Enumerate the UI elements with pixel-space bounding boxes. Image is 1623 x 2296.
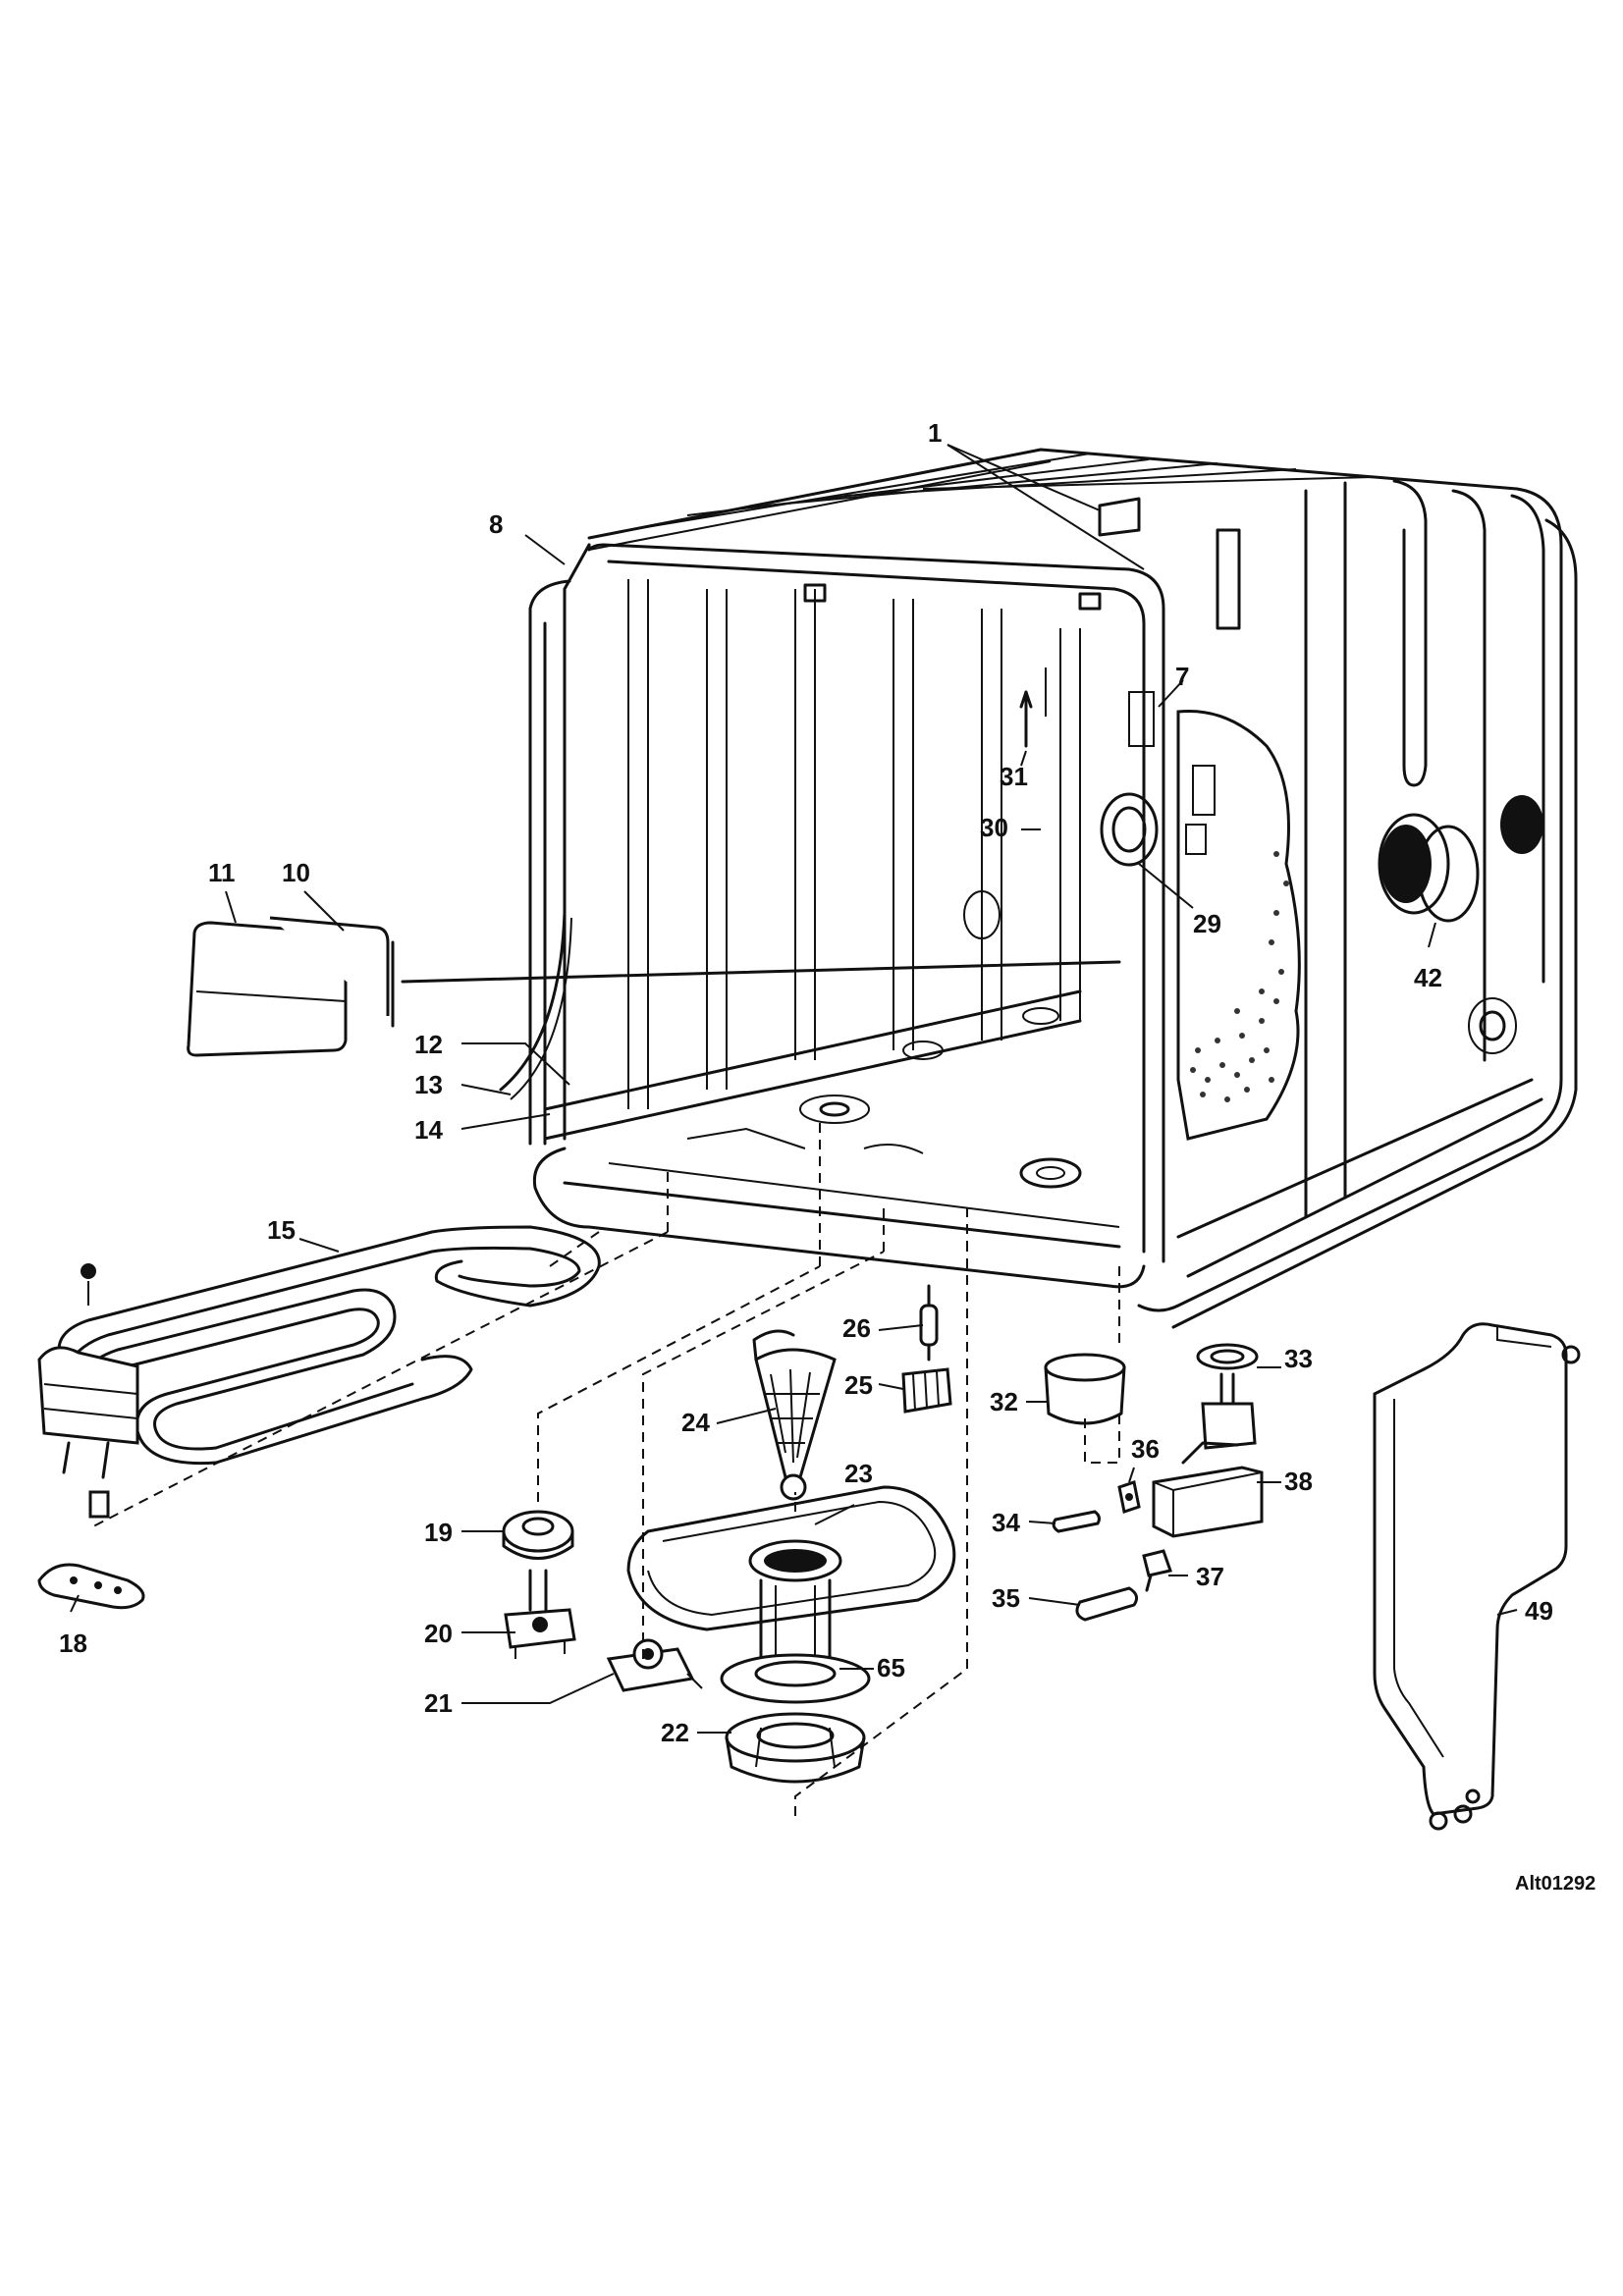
tub-body <box>499 448 1578 1329</box>
callout-18: 18 <box>59 1629 87 1658</box>
callout-37: 37 <box>1196 1562 1224 1591</box>
fitting-part <box>901 1367 952 1414</box>
callout-42: 42 <box>1414 963 1442 992</box>
callout-12: 12 <box>414 1030 443 1059</box>
drawing-code: Alt01292 <box>1515 1873 1596 1895</box>
callout-26: 26 <box>842 1313 871 1343</box>
cap-part <box>1044 1353 1126 1425</box>
thermostat-ring-part <box>502 1510 574 1560</box>
callout-20: 20 <box>424 1619 453 1648</box>
terminal-bracket-part <box>37 1563 145 1610</box>
harness-wire <box>401 960 1121 984</box>
callout-22: 22 <box>661 1718 689 1747</box>
callout-11: 11 <box>208 858 236 887</box>
sump-base-part <box>725 1712 866 1784</box>
callout-65: 65 <box>877 1653 905 1682</box>
side-panel-part <box>1373 1322 1581 1831</box>
long-pin-part <box>1075 1586 1139 1622</box>
callout-23: 23 <box>844 1459 873 1488</box>
callout-36: 36 <box>1131 1434 1160 1464</box>
callout-25: 25 <box>844 1370 873 1400</box>
screw-part <box>1142 1549 1172 1592</box>
callout-30: 30 <box>980 813 1008 842</box>
gasket-part <box>1196 1343 1259 1370</box>
door-switch-part <box>187 916 395 1057</box>
callout-21: 21 <box>424 1688 453 1718</box>
callout-15: 15 <box>267 1215 296 1245</box>
callout-7: 7 <box>1175 662 1189 691</box>
callout-49: 49 <box>1525 1596 1553 1626</box>
callout-31: 31 <box>1000 762 1028 791</box>
callout-33: 33 <box>1284 1344 1313 1373</box>
pin-part <box>919 1284 939 1362</box>
filter-basket-part <box>752 1329 837 1501</box>
sump-tube-part <box>720 1578 871 1704</box>
callout-29: 29 <box>1193 909 1221 938</box>
insulation-texture <box>1190 851 1289 1102</box>
callout-14: 14 <box>414 1115 443 1145</box>
callout-24: 24 <box>681 1408 710 1437</box>
callout-19: 19 <box>424 1518 453 1547</box>
thermostat-disc-part <box>606 1638 703 1692</box>
callout-10: 10 <box>282 858 310 887</box>
clip-part <box>1117 1480 1141 1514</box>
heater-element <box>37 1225 601 1519</box>
assembly-dashed-lines <box>92 1119 1120 1816</box>
callout-1: 1 <box>928 418 942 448</box>
callout-32: 32 <box>990 1387 1018 1416</box>
callout-13: 13 <box>414 1070 443 1099</box>
callout-8: 8 <box>489 509 503 539</box>
hinge-pin-part <box>1052 1510 1101 1533</box>
filter-plate-part <box>626 1485 956 1631</box>
thermostat-part <box>504 1569 576 1659</box>
leader-lines <box>70 444 1518 1734</box>
callout-38: 38 <box>1284 1467 1313 1496</box>
callout-34: 34 <box>992 1508 1020 1537</box>
valve-part <box>1152 1372 1264 1538</box>
callout-35: 35 <box>992 1583 1020 1613</box>
